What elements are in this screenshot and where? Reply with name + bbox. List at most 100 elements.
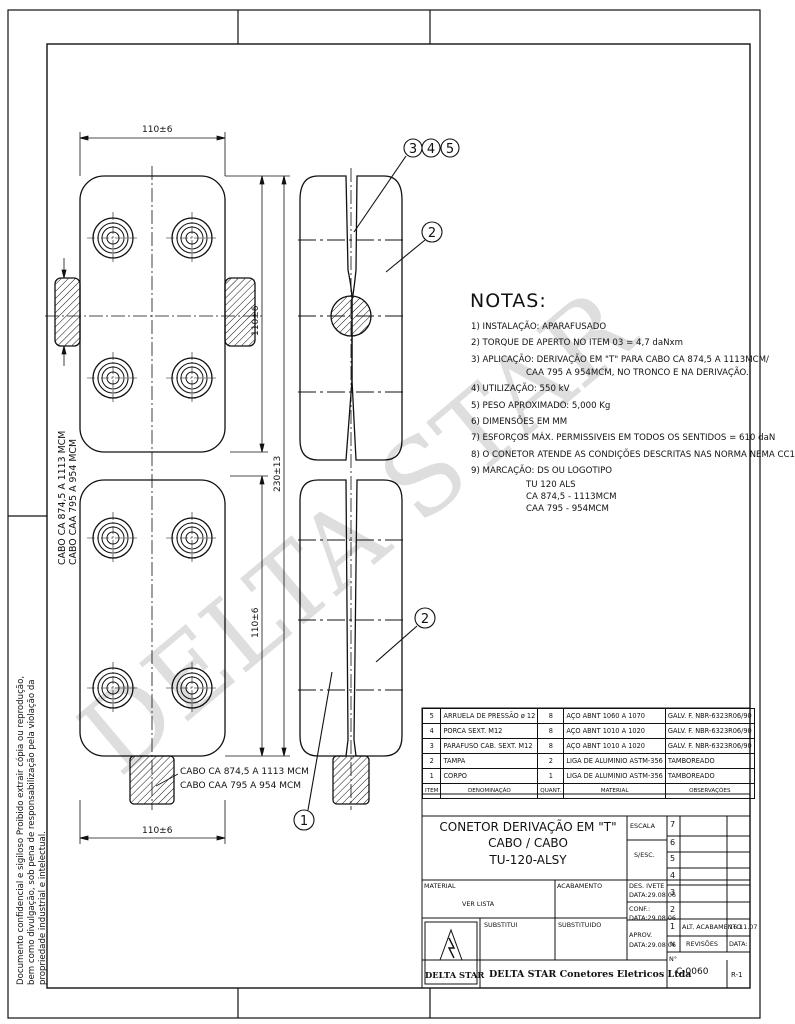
bom-cell: 5 <box>421 708 442 724</box>
tap-cable-label-2: CABO CAA 795 A 954 MCM <box>180 781 302 791</box>
bom-cell: 8 <box>537 708 565 724</box>
note-item: 7) ESFORÇOS MÁX. PERMISSIVEIS EM TODOS O… <box>471 433 776 444</box>
bolt-1 <box>87 212 139 264</box>
bom-cell: AÇO ABNT 1010 A 1020 <box>563 723 666 739</box>
balloons <box>293 138 460 831</box>
bom-cell: 2 <box>537 753 565 769</box>
balloon-4: 4 <box>427 142 435 157</box>
revision-number: 7 <box>670 820 676 829</box>
front-view <box>54 175 256 805</box>
bolt-4 <box>166 352 218 404</box>
balloon-3: 3 <box>409 142 417 157</box>
legal-line-3: propriedade industrial e intelectual. <box>38 831 48 985</box>
dim-bottom-width: 110±6 <box>142 826 173 836</box>
revision-number: 6 <box>670 838 676 847</box>
conf-label: CONF.: <box>629 905 651 913</box>
bom-cell: 1 <box>537 768 565 784</box>
bom-cell: TAMBOREADO <box>664 768 755 784</box>
note-item: 8) O CONETOR ATENDE AS CONDIÇÕES DESCRIT… <box>471 449 795 460</box>
aprov-date: DATA:29.08.06 <box>629 941 676 949</box>
notes-title: NOTAS: <box>470 290 547 312</box>
balloon-5: 5 <box>446 142 454 157</box>
bom-header-qty: QUANT. <box>537 783 565 799</box>
revisoes-label: REVISÕES <box>686 940 718 948</box>
legal-line-2: bem como divulgação, sob pena de respons… <box>27 679 37 985</box>
bom-cell: LIGA DE ALUMINIO ASTM-356 <box>563 768 666 784</box>
note-item: 9) MARCAÇÃO: DS OU LOGOTIPO <box>471 466 613 477</box>
revision-number: 4 <box>670 871 676 880</box>
revision-number: 5 <box>670 854 676 863</box>
company-logo <box>424 921 478 985</box>
revision-number: 3 <box>670 888 676 897</box>
revision-number: 2 <box>670 905 676 914</box>
dimension-lines <box>61 132 290 844</box>
bom-header-name: DENOMINAÇÃO <box>440 783 539 799</box>
title-line-3: TU-120-ALSY <box>489 853 567 867</box>
balloon-2-upper: 2 <box>428 226 436 241</box>
dim-right-lower: 110±6 <box>251 607 261 638</box>
bom-cell: LIGA DE ALUMINIO ASTM-356 <box>563 753 666 769</box>
acabamento-label: ACABAMENTO <box>557 882 603 890</box>
note-item: CAA 795 A 954MCM, NO TRONCO E NA DERIVAÇ… <box>526 367 749 378</box>
data-label: DATA: <box>729 940 748 948</box>
bom-header-obs: OBSERVAÇÕES <box>664 783 755 799</box>
bom-cell: 8 <box>537 723 565 739</box>
bom-cell: GALV. F. NBR-6323R06/90 <box>664 708 755 724</box>
revision-1-text: ALT. ACABAMENTO <box>682 923 742 931</box>
revision-number: 1 <box>670 922 676 931</box>
bom-header-item: ITEM <box>421 783 442 799</box>
logo-text: DELTA STAR <box>425 970 485 980</box>
bom-cell: ARRUELA DE PRESSÃO ø 12 <box>440 708 539 724</box>
marking-line: CAA 795 - 954MCM <box>526 503 609 514</box>
des-date: DATA:29.08.06 <box>629 891 676 899</box>
note-item: 6) DIMENSÕES EM MM <box>471 417 568 427</box>
doc-number: C-0060 <box>676 967 709 977</box>
substitui-label: SUBSTITUI <box>484 921 518 929</box>
sheet-frame <box>7 9 761 1019</box>
drawing-sheet: 3 4 5 2 2 1 DELTA STAR <box>7 9 795 1019</box>
title-line-2: CABO / CABO <box>488 836 568 850</box>
revision-n-label: N <box>670 940 675 948</box>
title-line-1: CONETOR DERIVAÇÃO EM "T" <box>439 820 617 834</box>
revision-1-date: 16.11.07 <box>729 923 758 931</box>
material-label: MATERIAL <box>424 882 456 890</box>
material-value: VER LISTA <box>462 900 495 908</box>
run-cable-label-2: CABO CAA 795 A 954 MCM <box>68 438 79 565</box>
tap-cable-label-1: CABO CA 874,5 A 1113 MCM <box>180 767 309 777</box>
technical-drawing: 3 4 5 2 2 1 DELTA STAR <box>7 9 761 1019</box>
marking-line: CA 874,5 - 1113MCM <box>526 491 617 502</box>
bom-cell: PARAFUSO CAB. SEXT. M12 <box>440 738 539 754</box>
bom-cell: AÇO ABNT 1010 A 1020 <box>563 738 666 754</box>
note-item: 1) INSTALAÇÃO: APARAFUSADO <box>471 322 607 332</box>
bom-header-material: MATERIAL <box>563 783 666 799</box>
bom-cell: PORCA SEXT. M12 <box>440 723 539 739</box>
dim-top-width: 110±6 <box>142 125 173 135</box>
bom-cell: 1 <box>421 768 442 784</box>
bolt-group <box>87 212 218 714</box>
bom-header-row: ITEM DENOMINAÇÃO QUANT. MATERIAL OBSERVA… <box>421 783 755 799</box>
conf-date: DATA:29.08.06 <box>629 914 676 922</box>
bom-cell: 2 <box>421 753 442 769</box>
balloon-2-lower: 2 <box>421 612 429 627</box>
note-item: 2) TORQUE DE APERTO NO ITEM 03 = 4,7 daN… <box>471 338 684 349</box>
balloon-labels: 3 4 5 2 2 1 <box>300 142 454 829</box>
bom-cell: AÇO ABNT 1060 A 1070 <box>563 708 666 724</box>
bom-cell: 4 <box>421 723 442 739</box>
bolt-6 <box>166 512 218 564</box>
note-item: 4) UTILIZAÇÃO: 550 kV <box>471 384 570 395</box>
dim-right-upper: 110±6 <box>251 305 261 336</box>
legal-notice: Documento confidencial e sigiloso Proibi… <box>16 676 49 985</box>
company-name: DELTA STAR Conetores Eletricos Ltda <box>489 969 692 980</box>
marking-line: TU 120 ALS <box>526 479 576 490</box>
note-item: 3) APLICAÇÃO: DERIVAÇÃO EM "T" PARA CABO… <box>471 354 769 365</box>
bom-cell: GALV. F. NBR-6323R06/90 <box>664 738 755 754</box>
bolt-5 <box>87 512 139 564</box>
revision-code: R-1 <box>731 971 743 979</box>
bolt-7 <box>87 662 139 714</box>
